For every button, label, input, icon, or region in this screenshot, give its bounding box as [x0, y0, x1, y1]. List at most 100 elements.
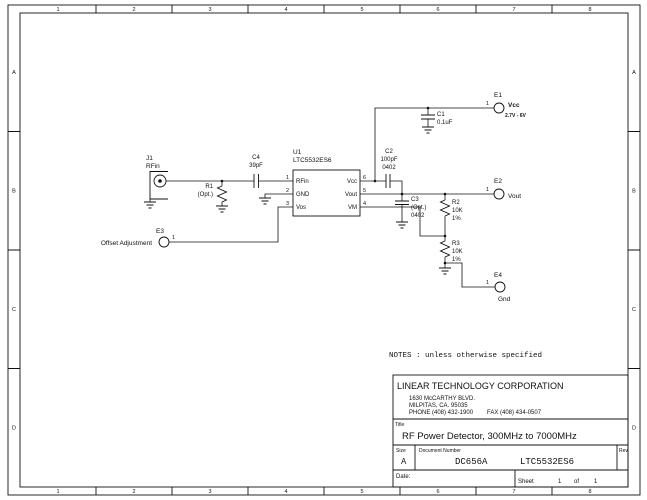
document-number-value: DC656A — [455, 457, 488, 467]
frame-col-label: 6 — [436, 7, 439, 13]
c1-ref: C1 — [437, 112, 445, 118]
frame-col-label: 8 — [588, 489, 591, 495]
r1-ref: R1 — [205, 184, 213, 190]
frame-col-label: 7 — [512, 7, 515, 13]
wire-vcc-rail — [374, 107, 494, 181]
title-block: LINEAR TECHNOLOGY CORPORATION 1630 McCAR… — [392, 374, 629, 488]
ground-gnd-pin — [259, 197, 271, 205]
wire-vm-to-divider — [360, 206, 445, 237]
e4-ref: E4 — [494, 272, 502, 279]
u1-pin-number: 1 — [286, 175, 289, 181]
c4-value: 39pF — [249, 163, 263, 169]
wire-to-e4 — [445, 262, 495, 288]
u1-pin-number: 2 — [286, 188, 289, 194]
ground-icon — [439, 267, 451, 275]
frame-row-label: D — [12, 426, 16, 432]
frame-row-label: C — [632, 307, 636, 313]
capacitor-c1: C1 0.1uF — [421, 112, 453, 134]
c2-ref: C2 — [385, 149, 393, 155]
c3-size: 0402 — [411, 213, 425, 219]
c3-value: (Opt.) — [411, 205, 426, 211]
j1-ref: J1 — [146, 155, 153, 162]
ic-u1: U1 LTC5532ES6 RFin GND Vos Vcc Vout VM 1… — [286, 149, 366, 217]
resistor-r2: R2 10K 1% — [439, 194, 463, 236]
e3-ref: E3 — [156, 228, 164, 235]
frame-col-label: 2 — [132, 489, 135, 495]
r3-ref: R3 — [452, 241, 460, 247]
e3-terminal-symbol — [158, 236, 170, 248]
title-label: Title — [395, 422, 404, 428]
sheet-label: Sheet — [518, 479, 534, 485]
u1-pin-number: 6 — [363, 175, 366, 181]
u1-ref: U1 — [293, 149, 302, 156]
r2-tolerance: 1% — [452, 216, 461, 222]
company-address-line2: MILPITAS, CA. 95035 — [409, 403, 468, 409]
terminal-e1: 1 E1 Vcc 2.7V - 6V — [486, 92, 527, 119]
frame-col-label: 8 — [588, 7, 591, 13]
e1-pin-number: 1 — [486, 101, 489, 107]
frame-row-label: A — [12, 70, 16, 76]
r2-ref: R2 — [452, 200, 460, 206]
title-block-col-dividers — [414, 445, 618, 487]
frame-row-label: D — [632, 426, 636, 432]
u1-pin-name-gnd: GND — [296, 192, 310, 198]
e1-name: Vcc — [508, 102, 520, 109]
title-block-row-dividers — [393, 418, 628, 471]
ground-icon — [216, 205, 228, 213]
c1-value: 0.1uF — [437, 120, 453, 126]
r3-tolerance: 1% — [452, 257, 461, 263]
e1-voltage-range: 2.7V - 6V — [505, 113, 527, 119]
sheet-total: 1 — [594, 479, 598, 485]
e4-pin-number: 1 — [486, 280, 489, 286]
frame-row-label: A — [632, 70, 636, 76]
u1-pin-name-rfin: RFin — [296, 179, 309, 185]
frame-col-label: 7 — [512, 489, 515, 495]
frame-col-label: 1 — [56, 489, 59, 495]
frame-outer-border — [7, 4, 641, 496]
e4-terminal-symbol — [494, 281, 506, 293]
j1-center-pin — [158, 179, 162, 183]
e3-name: Offset Adjustment — [101, 240, 152, 247]
e2-pin-number: 1 — [486, 187, 489, 193]
wire-c2-to-vout — [390, 180, 403, 194]
date-label: Date: — [396, 474, 411, 480]
c4-capacitor-symbol — [253, 174, 259, 188]
r2-resistor-symbol — [439, 199, 451, 217]
frame-tick-marks — [8, 5, 640, 495]
ground-icon — [144, 201, 156, 209]
capacitor-c2: C2 100pF 0402 — [380, 149, 398, 188]
junction-dots — [220, 106, 447, 265]
size-value: A — [401, 457, 407, 466]
u1-pin-number: 3 — [286, 201, 289, 207]
wire-vos-to-e3 — [169, 206, 293, 243]
r3-resistor-symbol — [439, 240, 451, 258]
sheet-of-label: of — [574, 479, 579, 485]
junction-dot — [426, 106, 430, 110]
j1-name: RFin — [146, 163, 160, 170]
ground-icon — [422, 126, 434, 134]
frame-col-label: 5 — [360, 489, 363, 495]
document-number-label: Document Number — [419, 448, 461, 454]
circuit: J1 RFin R1 (Opt.) C4 39pF U1 LTC5532ES6 … — [101, 92, 527, 303]
c1-capacitor-symbol — [421, 114, 435, 120]
company-name: LINEAR TECHNOLOGY CORPORATION — [397, 381, 564, 391]
junction-dot — [373, 179, 377, 183]
ground-icon — [259, 197, 271, 205]
size-label: Size — [396, 448, 406, 454]
frame-row-label: C — [12, 307, 16, 313]
document-part-value: LTC5532ES6 — [520, 457, 574, 467]
capacitor-c3: C3 (Opt.) 0402 — [395, 194, 426, 229]
frame-col-label: 1 — [56, 7, 59, 13]
drawing-frame: 1 2 3 4 5 6 7 8 1 2 3 4 5 6 7 8 A B C D … — [7, 4, 641, 496]
frame-col-label: 2 — [132, 7, 135, 13]
terminal-e3: 1 E3 Offset Adjustment — [101, 228, 175, 248]
terminal-e2: 1 E2 Vout — [486, 178, 521, 200]
c4-ref: C4 — [252, 155, 260, 161]
u1-pin-name-vout: Vout — [345, 192, 357, 198]
schematic-title: RF Power Detector, 300MHz to 7000MHz — [402, 431, 577, 442]
u1-body — [292, 169, 361, 217]
e1-ref: E1 — [494, 92, 502, 99]
company-phone: PHONE (408) 432-1900 — [409, 410, 474, 416]
r2-value: 10K — [452, 208, 463, 214]
